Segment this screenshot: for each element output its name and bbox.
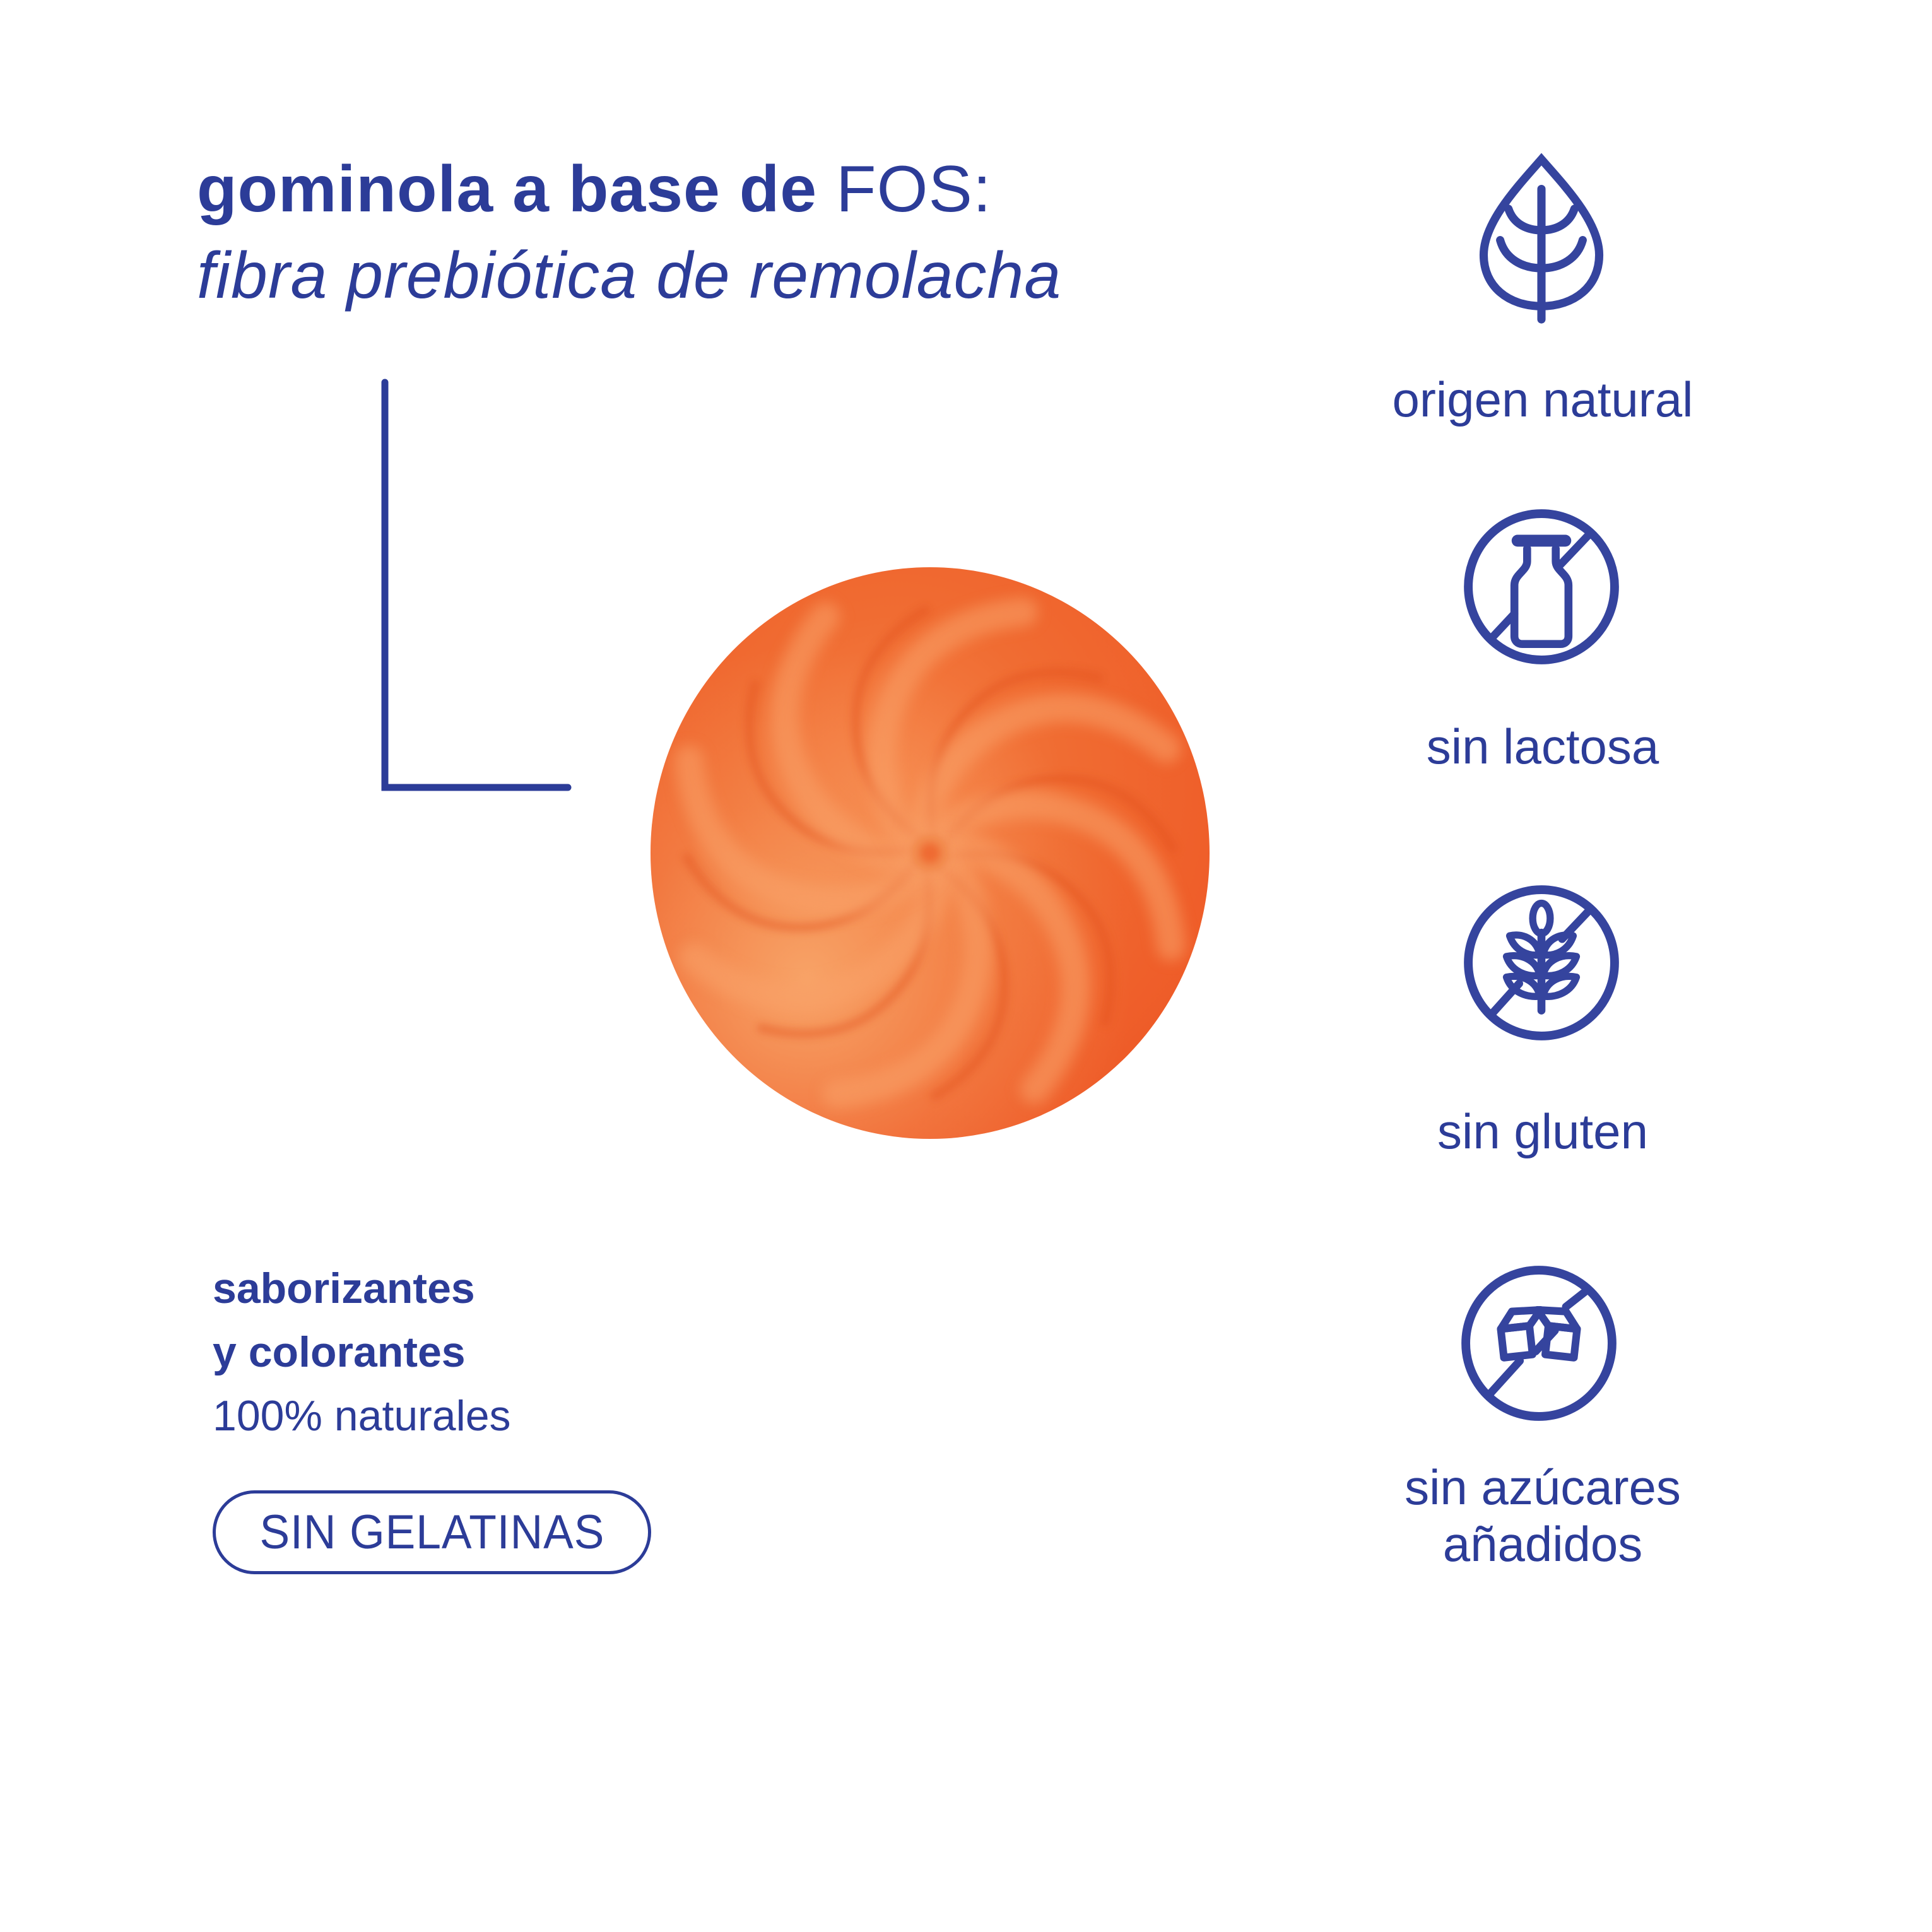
no-sugar-icon <box>1461 1266 1617 1421</box>
feature-label-origen-natural: origen natural <box>1392 372 1693 427</box>
feature-label-sin-gluten: sin gluten <box>1437 1104 1648 1159</box>
no-milk-icon <box>1464 509 1619 664</box>
claim-line-2: y colorantes <box>213 1328 466 1376</box>
claim-line-1: saborizantes <box>213 1264 475 1312</box>
callout-bracket-line <box>381 379 572 791</box>
title-subtitle-text: fibra prebiótica de remolacha <box>197 239 1062 312</box>
no-wheat-icon <box>1464 885 1619 1040</box>
feature-label-sin-azucares: sin azúcares añadidos <box>1405 1459 1681 1572</box>
feature-label-sin-lactosa: sin lactosa <box>1426 719 1659 774</box>
title-line-1: gominola a base de FOS: <box>197 146 1061 233</box>
badge-label: SIN GELATINAS <box>259 1505 604 1559</box>
claim-line-3: 100% naturales <box>213 1392 511 1440</box>
title-highlight-text: FOS: <box>817 153 992 226</box>
claims-text: saborizantes y colorantes 100% naturales <box>213 1257 511 1448</box>
title-bold-text: gominola a base de <box>197 153 818 226</box>
gummy-product-image <box>651 567 1210 1139</box>
product-title: gominola a base de FOS: fibra prebiótica… <box>197 146 1061 319</box>
sin-gelatinas-badge: SIN GELATINAS <box>213 1490 651 1574</box>
leaf-icon <box>1479 153 1604 324</box>
